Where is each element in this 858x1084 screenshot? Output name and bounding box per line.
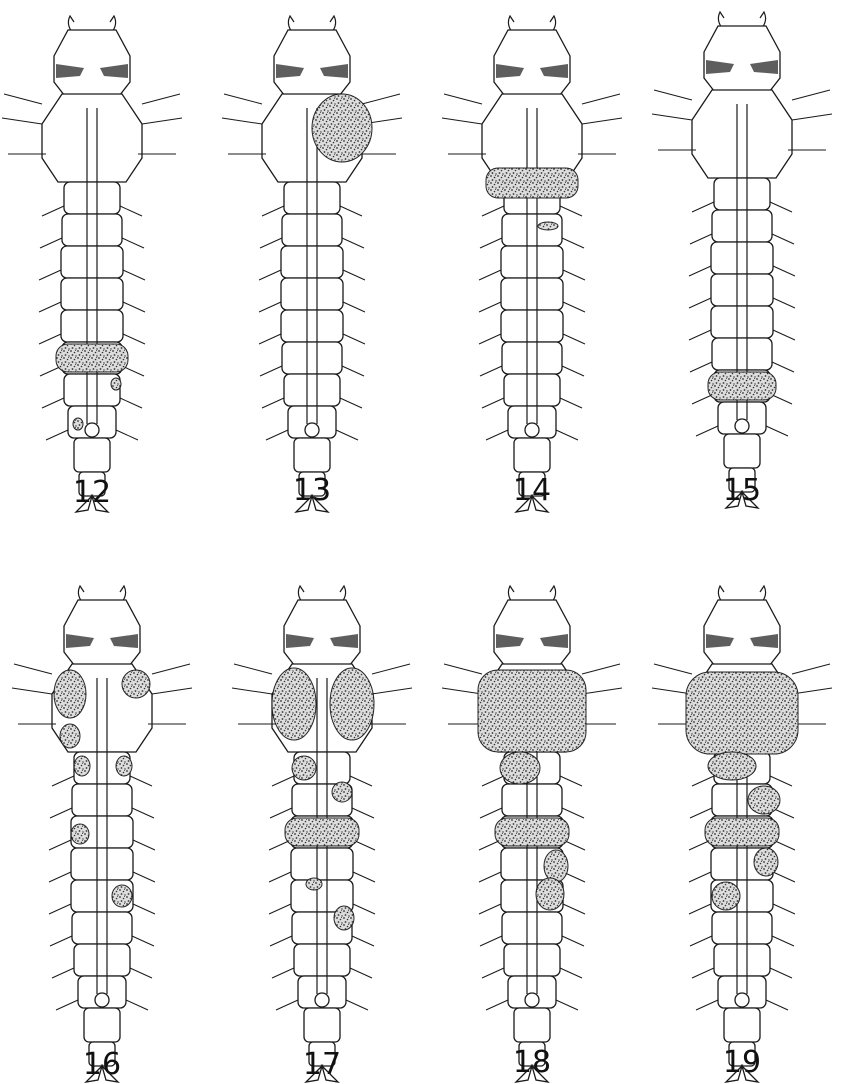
infection-patch — [544, 850, 568, 882]
infection-patch — [478, 670, 586, 752]
infection-patch — [306, 878, 322, 890]
abdominal-segment — [502, 784, 562, 816]
abdominal-segment — [61, 278, 123, 310]
abdominal-segment — [72, 912, 132, 944]
head — [704, 600, 780, 670]
head — [64, 600, 140, 670]
abdominal-segment — [502, 912, 562, 944]
figure-number-label: 15 — [723, 473, 761, 508]
figure-number-label: 18 — [513, 1045, 551, 1080]
figure-number-label: 13 — [293, 473, 331, 508]
infection-patch — [748, 786, 780, 814]
infection-patch — [332, 782, 352, 802]
infection-patch — [536, 878, 564, 910]
abdominal-segment — [711, 274, 773, 306]
larva-figure-18: 18 — [442, 586, 622, 1082]
larva-figure-13: 13 — [222, 16, 402, 512]
infection-patch — [112, 885, 132, 907]
head — [54, 30, 130, 100]
abdominal-segment — [62, 214, 122, 246]
figure-number-label: 19 — [723, 1045, 761, 1080]
larva-figure-16: 16 — [12, 586, 192, 1082]
head — [274, 30, 350, 100]
larva-figure-15: 15 — [652, 12, 832, 508]
abdominal-segment — [282, 342, 342, 374]
abdominal-segment — [61, 246, 123, 278]
infection-patch — [272, 668, 316, 740]
figure-number-label: 12 — [73, 475, 111, 510]
infection-patch — [486, 168, 578, 198]
figure-number-label: 16 — [83, 1047, 121, 1082]
abdominal-segment — [501, 278, 563, 310]
abdominal-segment — [72, 784, 132, 816]
infection-patch — [60, 724, 80, 748]
thorax — [42, 94, 142, 182]
larva-figure-12: 12 — [2, 16, 182, 512]
infection-patch — [285, 818, 359, 846]
abdominal-segment — [502, 214, 562, 246]
abdominal-segment — [504, 944, 560, 976]
infection-patch — [116, 756, 132, 776]
infection-patch — [754, 848, 778, 876]
figure-number-label: 17 — [303, 1047, 341, 1082]
abdominal-segment — [502, 342, 562, 374]
infection-patch — [686, 672, 798, 754]
head — [704, 26, 780, 96]
abdominal-segment — [711, 306, 773, 338]
infection-patch — [330, 668, 374, 740]
abdominal-segment — [501, 246, 563, 278]
abdominal-segment — [291, 848, 353, 880]
infection-patch — [71, 824, 89, 844]
abdominal-segment — [74, 944, 130, 976]
infection-patch — [56, 344, 128, 372]
abdominal-segment — [284, 182, 340, 214]
infection-patch — [495, 818, 569, 846]
abdominal-segment — [64, 374, 120, 406]
abdominal-segment — [284, 374, 340, 406]
head — [494, 30, 570, 100]
infection-patch — [292, 756, 316, 780]
infection-patch — [73, 418, 83, 430]
abdominal-segment — [281, 246, 343, 278]
infection-patch — [708, 372, 776, 400]
abdominal-segment — [712, 338, 772, 370]
abdominal-segment — [64, 182, 120, 214]
infection-patch — [708, 752, 756, 780]
abdominal-segment — [504, 374, 560, 406]
infection-patch — [54, 670, 86, 718]
abdominal-segment — [61, 310, 123, 342]
infection-patch — [312, 94, 372, 162]
abdominal-segment — [294, 944, 350, 976]
abdominal-segment — [714, 944, 770, 976]
larva-figure-17: 17 — [232, 586, 412, 1082]
larva-figure-19: 19 — [652, 586, 832, 1082]
head — [284, 600, 360, 670]
abdominal-segment — [711, 242, 773, 274]
abdominal-segment — [712, 912, 772, 944]
figure-number-label: 14 — [513, 473, 551, 508]
infection-patch — [334, 906, 354, 930]
infection-patch — [74, 756, 90, 776]
abdominal-segment — [281, 310, 343, 342]
infection-patch — [111, 378, 121, 390]
abdominal-segment — [712, 210, 772, 242]
abdominal-segment — [282, 214, 342, 246]
abdominal-segment — [501, 310, 563, 342]
abdominal-segment — [71, 848, 133, 880]
infection-patch — [122, 670, 150, 698]
infection-patch — [538, 222, 558, 230]
abdominal-segment — [714, 178, 770, 210]
larva-figure-14: 14 — [442, 16, 622, 512]
infection-patch — [712, 882, 740, 910]
thorax — [692, 90, 792, 178]
head — [494, 600, 570, 670]
abdominal-segment — [281, 278, 343, 310]
infection-patch — [500, 752, 540, 784]
infection-patch — [705, 818, 779, 846]
